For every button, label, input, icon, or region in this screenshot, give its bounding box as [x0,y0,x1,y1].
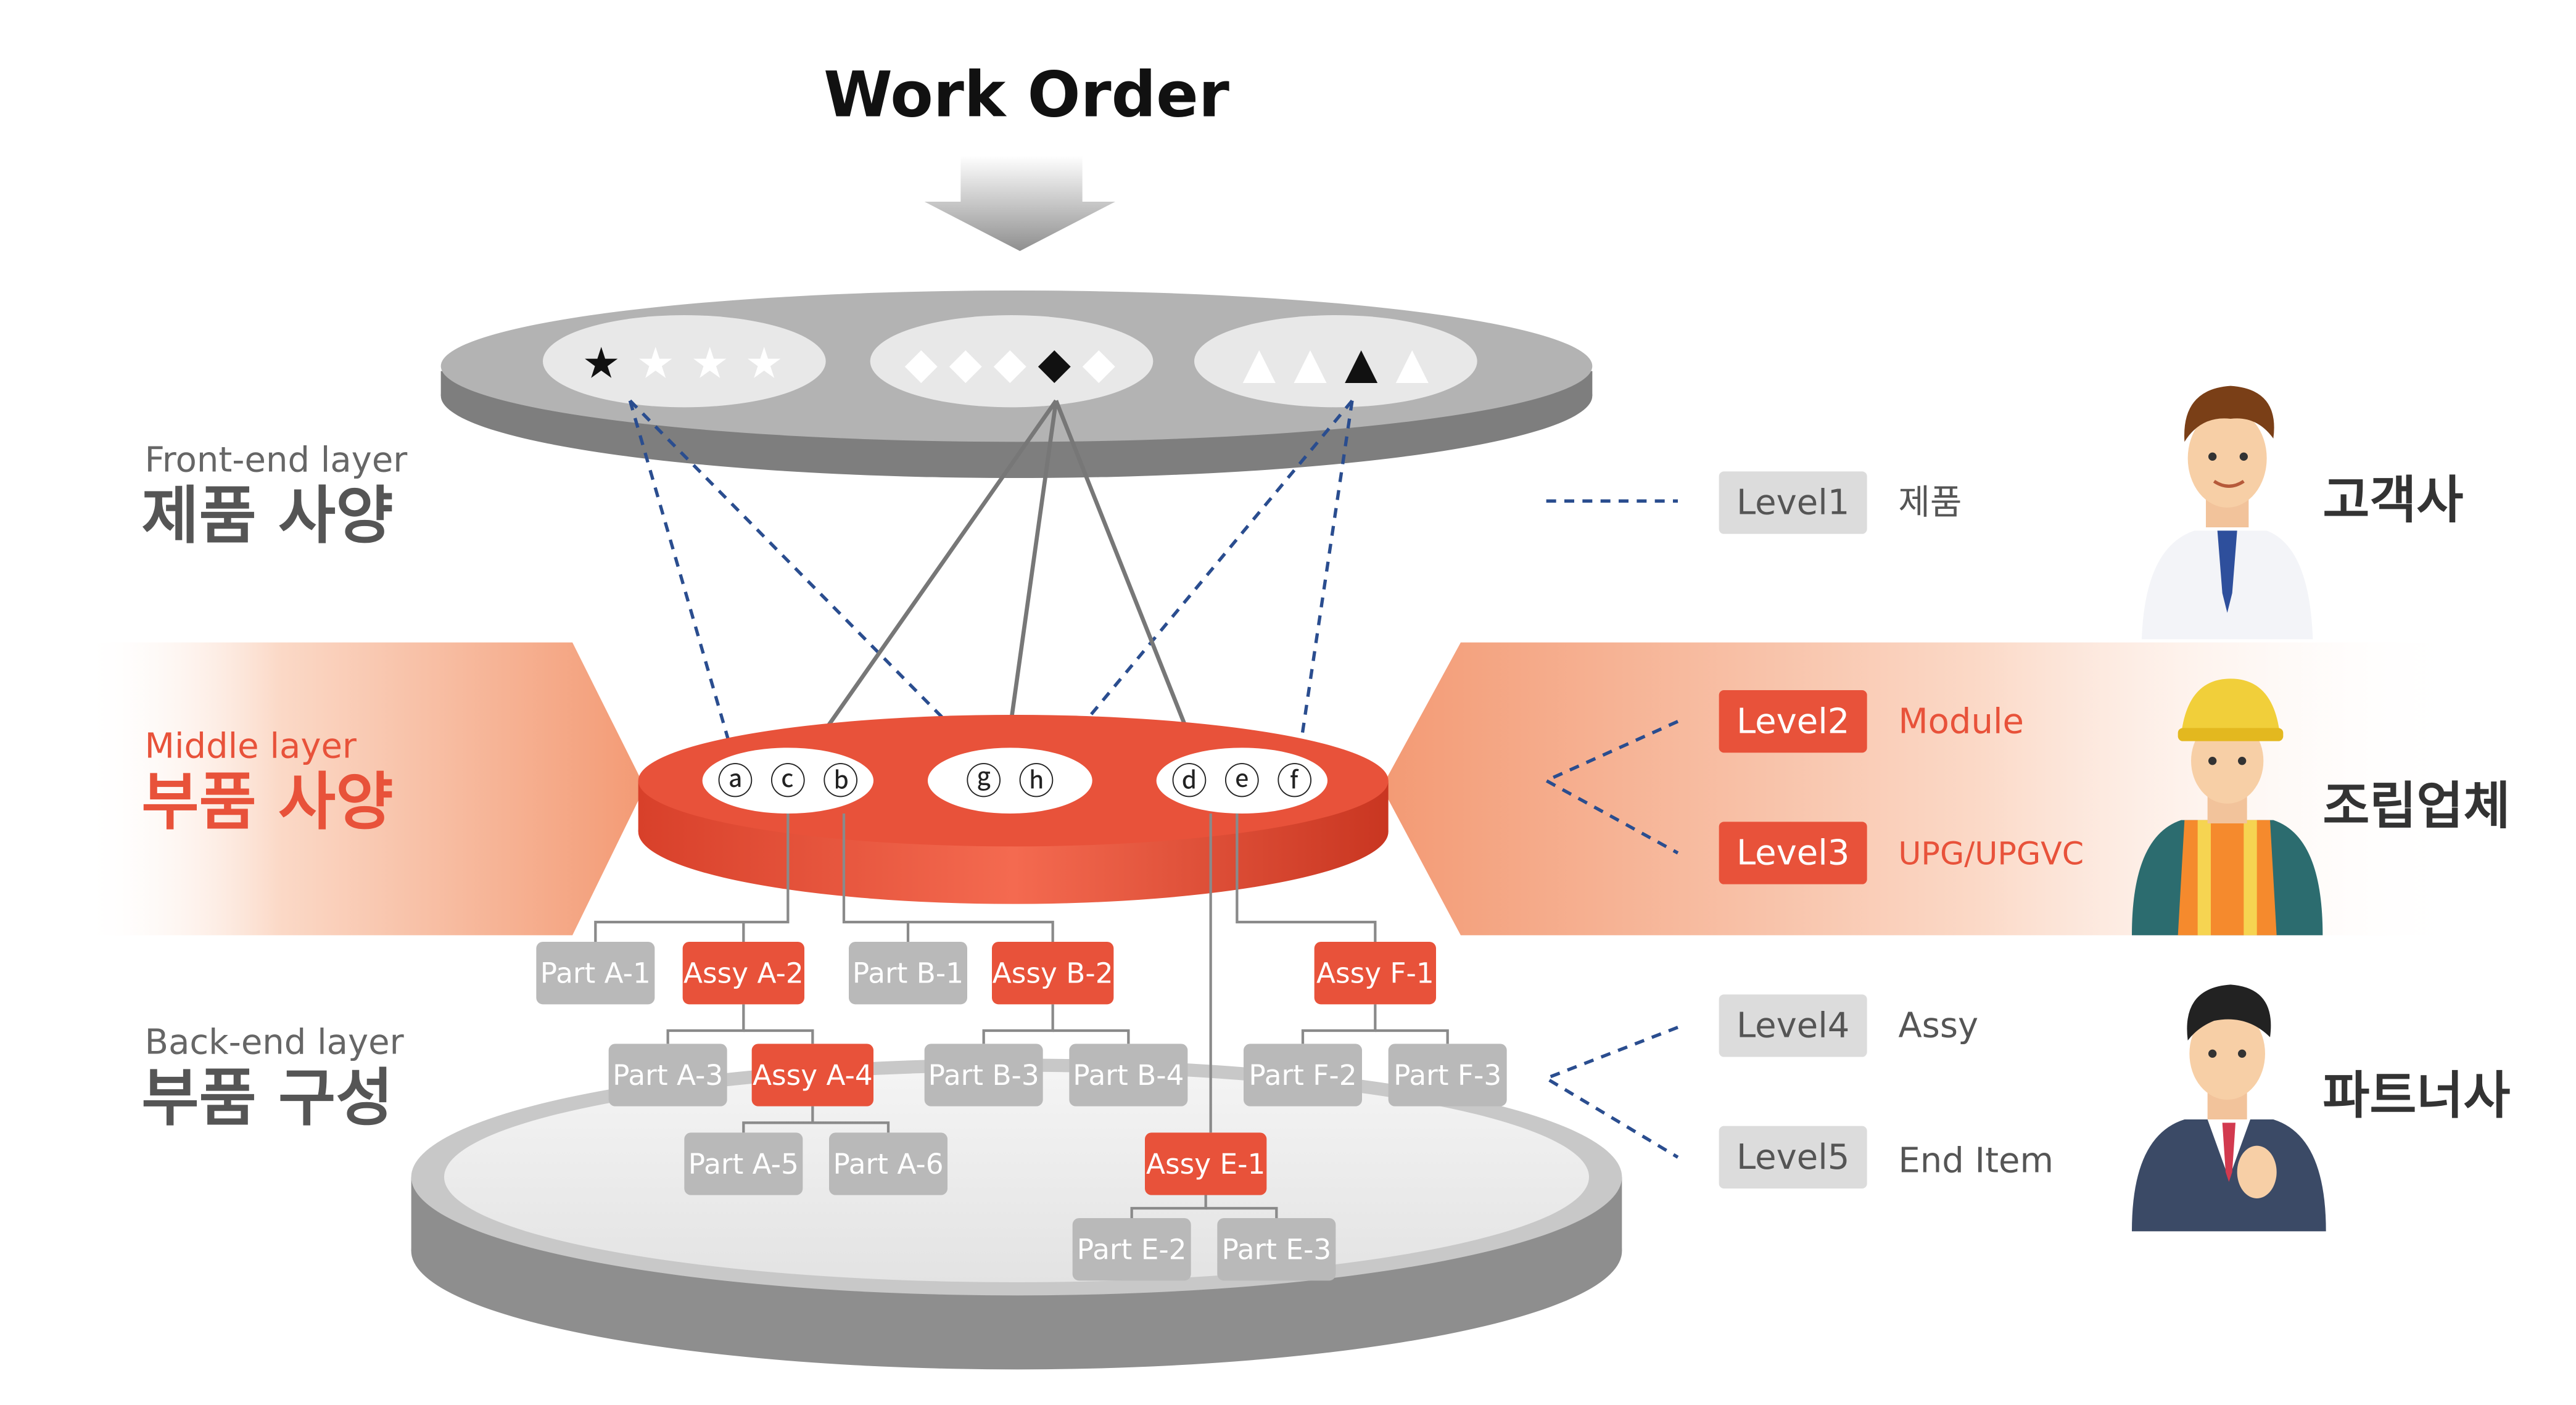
part-box: Part E-2 [1072,1218,1191,1281]
assy-box: Assy A-4 [751,1044,873,1106]
part-label: Part B-4 [1073,1059,1184,1092]
part-box: Part A-1 [536,942,655,1005]
top-symbol: ▲ [1345,339,1378,388]
assy-label: Assy A-2 [683,957,804,990]
diagram-title: Work Order [824,58,1229,131]
top-symbol: ★ [637,339,675,388]
tree-lines [594,814,1449,1218]
level-badge: Level2 [1736,701,1849,741]
assy-box: Assy A-2 [682,942,804,1005]
assy-label: Assy E-1 [1146,1148,1265,1180]
top-symbol: ★ [582,339,621,388]
connector-lines [628,399,1354,754]
part-box: Part F-2 [1244,1044,1362,1106]
down-arrow-icon [924,155,1115,251]
part-label: Part A-3 [613,1059,723,1092]
top-symbol: ◆ [1038,339,1071,388]
partner-label: 파트너사 [2322,1066,2510,1125]
level-row-5: Level5 End Item [1719,1126,2054,1189]
part-label: Part F-2 [1249,1059,1356,1092]
part-label: Part E-2 [1077,1234,1187,1266]
assembler-person-icon [2132,678,2323,936]
part-box: Part B-4 [1069,1044,1188,1106]
level-desc: End Item [1898,1140,2054,1180]
middle-layer-ko: 부품 사양 [141,765,393,838]
component-code: ⓐ [717,760,754,802]
component-code: ⓕ [1276,760,1313,802]
assy-label: Assy F-1 [1316,957,1434,990]
back-layer-ko: 부품 구성 [141,1061,393,1134]
component-code: ⓖ [965,760,1002,802]
level-row-2: Level2 Module [1719,690,2024,753]
middle-disc [638,715,1389,904]
part-box: Part A-5 [684,1132,803,1195]
part-label: Part A-1 [540,957,651,990]
part-label: Part A-6 [833,1148,943,1180]
level-badge: Level5 [1736,1137,1849,1177]
part-label: Part B-1 [852,957,964,990]
part-label: Part B-3 [928,1059,1039,1092]
component-code: ⓓ [1171,760,1208,802]
level-desc: Assy [1898,1006,1978,1046]
layer-labels: Front-end layer 제품 사양 Middle layer 부품 사양… [141,440,408,1134]
level-list: Level1 제품 Level2 Module Level3 UPG/UPGVC Le… [1719,471,2084,1189]
front-layer-ko: 제품 사양 [141,479,393,552]
level-row-3: Level3 UPG/UPGVC [1719,822,2084,884]
partner-person-icon [2132,984,2326,1232]
assy-box: Assy E-1 [1145,1132,1267,1195]
part-label: Part F-3 [1393,1059,1501,1092]
level-row-4: Level4 Assy [1719,994,1978,1057]
customer-label: 고객사 [2322,471,2463,530]
level-row-1: Level1 제품 [1719,471,1962,534]
part-box: Part A-3 [608,1044,727,1106]
top-symbol: ◆ [994,339,1027,388]
assy-box: Assy F-1 [1314,942,1436,1005]
component-code: ⓗ [1018,760,1055,802]
part-box: Part E-3 [1217,1218,1336,1281]
part-box: Part B-1 [849,942,967,1005]
component-code: ⓑ [822,760,859,802]
level-desc: UPG/UPGVC [1898,836,2084,872]
top-disc-symbols: ★★★★◆◆◆◆◆▲▲▲▲ [582,339,1429,388]
middle-band-left [82,642,645,936]
component-code: ⓔ [1224,760,1260,802]
assy-label: Assy B-2 [993,957,1113,990]
middle-layer-en: Middle layer [145,726,357,766]
top-symbol: ◆ [949,339,983,388]
parts-tree: Part A-1 Assy A-2 Part B-1 Assy B-2 Assy… [536,942,1507,1281]
level-desc: Module [1898,701,2024,741]
level-desc: 제품 [1898,483,1962,523]
top-symbol: ▲ [1294,339,1327,388]
top-symbol: ◆ [905,339,938,388]
top-symbol: ▲ [1396,339,1429,388]
top-symbol: ★ [691,339,729,388]
part-label: Part A-5 [688,1148,799,1180]
level-badge: Level4 [1736,1006,1849,1046]
assembler-label: 조립업체 [2322,777,2510,836]
assy-label: Assy A-4 [753,1059,873,1092]
part-box: Part B-3 [924,1044,1043,1106]
top-disc [440,290,1593,478]
part-box: Part F-3 [1388,1044,1507,1106]
part-label: Part E-3 [1221,1234,1331,1266]
top-symbol: ★ [745,339,783,388]
top-symbol: ▲ [1243,339,1276,388]
top-symbol: ◆ [1083,339,1116,388]
level-badge: Level1 [1736,483,1849,523]
level-badge: Level3 [1736,833,1849,873]
back-layer-en: Back-end layer [145,1022,405,1062]
part-box: Part A-6 [829,1132,947,1195]
assy-box: Assy B-2 [992,942,1114,1005]
front-layer-en: Front-end layer [145,440,408,480]
customer-person-icon [2142,385,2313,640]
level-pointers [1542,499,1679,1159]
component-code: ⓒ [770,760,806,802]
middle-disc-codes: ⓐ ⓒ ⓑ ⓖ ⓗ ⓓ ⓔ ⓕ [717,760,1313,802]
